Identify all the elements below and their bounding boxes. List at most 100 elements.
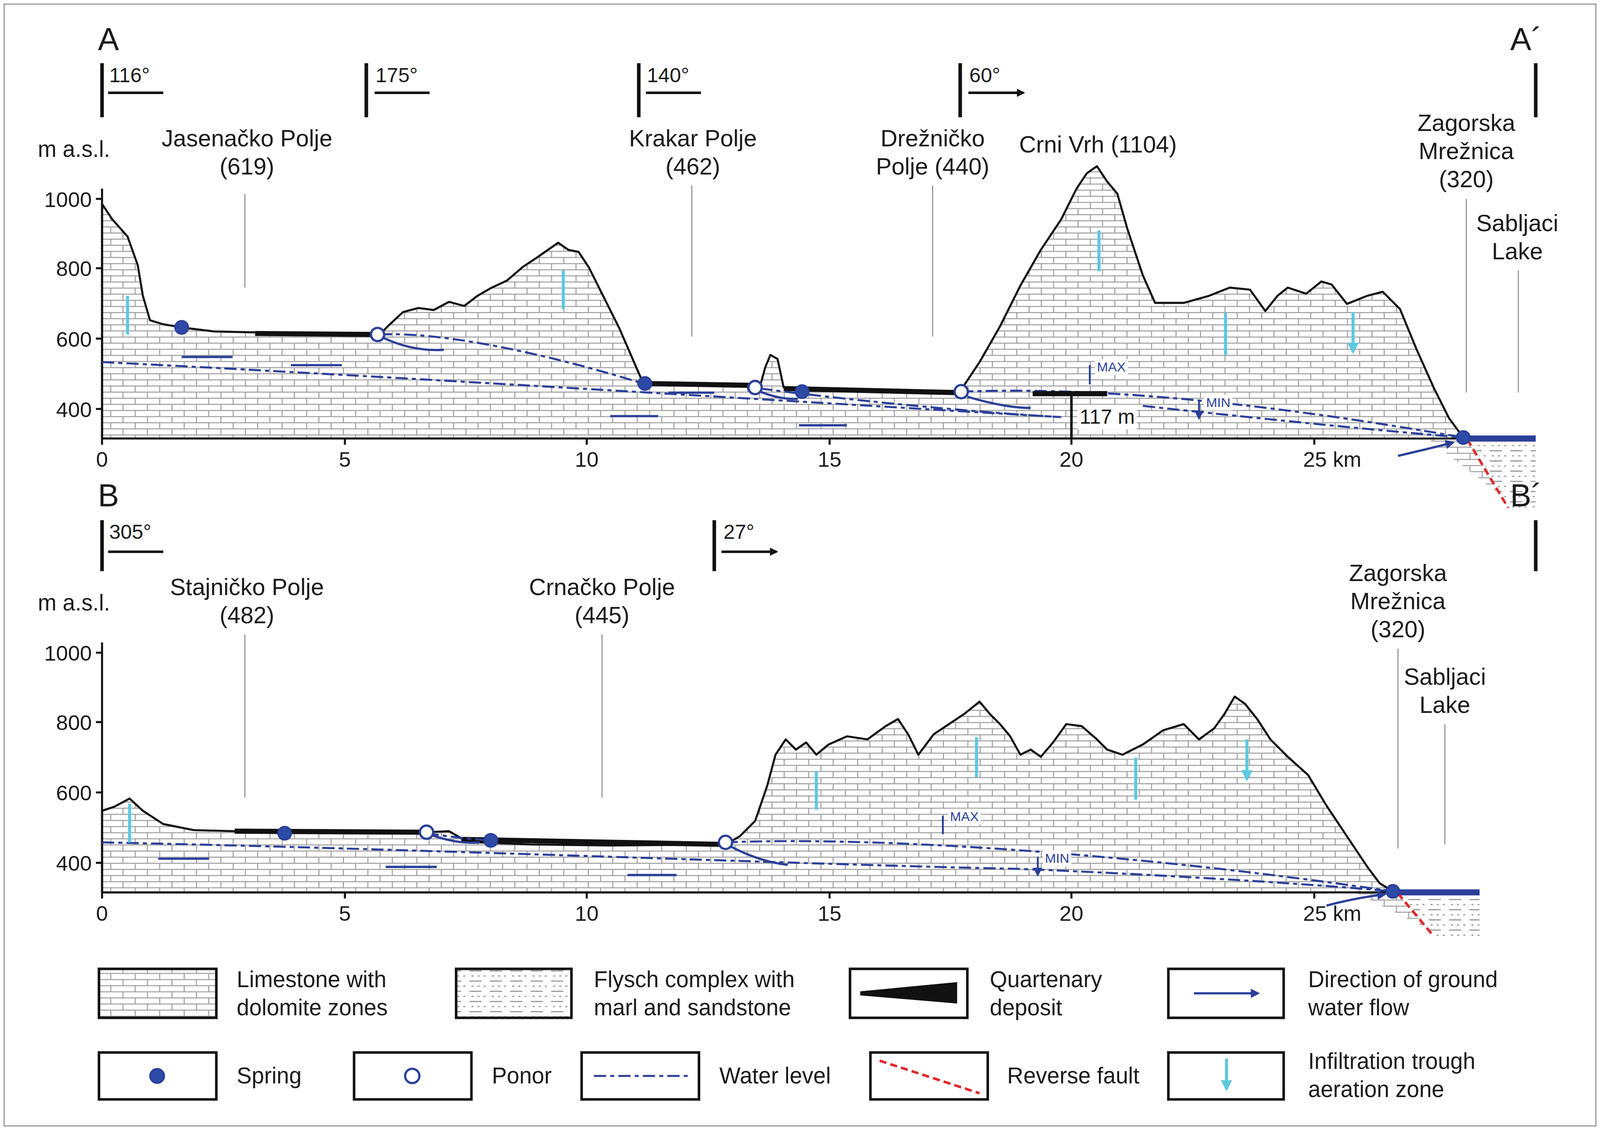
reverse-fault <box>1397 893 1434 937</box>
flow-arrow <box>181 337 1454 456</box>
dimension-label: 117 m <box>1077 404 1137 430</box>
ponor-symbol <box>954 385 968 399</box>
axis-tick: 1000 <box>43 640 92 667</box>
terrain-profile <box>101 696 1398 893</box>
axis-tick: 5 <box>314 446 376 473</box>
spring-symbol <box>1386 884 1400 899</box>
level-label: MIN <box>1203 394 1233 411</box>
place-label: Zagorska Mrežnica (320) <box>1339 559 1457 644</box>
legend-text: Flysch complex with marl and sandstone <box>593 965 814 1022</box>
level-arrow <box>942 815 1038 876</box>
flysch-body <box>1400 893 1480 937</box>
water-level <box>101 334 1464 438</box>
bearing-label: 27° <box>723 520 755 545</box>
leader-line <box>244 185 1519 393</box>
section-letter: B´ <box>1510 476 1542 515</box>
figure-frame <box>3 3 1596 1126</box>
lake-surface <box>1463 435 1536 442</box>
place-label: Sabljaci Lake <box>1463 209 1571 266</box>
legend-sample <box>456 968 572 1018</box>
axis-tick: 15 <box>799 900 861 927</box>
axis-tick: 20 <box>1040 900 1102 927</box>
legend-sample <box>870 1052 988 1100</box>
place-label: Sabljaci Lake <box>1391 662 1499 720</box>
level-label: MAX <box>1094 359 1128 375</box>
bearing-label: 175° <box>375 63 418 88</box>
ponor-symbol <box>370 327 385 342</box>
axis-tick: 5 <box>314 900 376 927</box>
infiltration-arrow <box>129 737 1248 843</box>
ponor-symbol <box>748 381 762 395</box>
water-level <box>101 833 1393 892</box>
axis-tick: 20 <box>1040 446 1102 473</box>
legend-sample <box>850 968 968 1018</box>
legend-sample <box>1168 1052 1284 1100</box>
section-letter: A <box>98 20 120 59</box>
fault-sample <box>879 1060 980 1094</box>
legend-text: Water level <box>719 1061 832 1091</box>
axis-tick: 800 <box>56 255 92 282</box>
ponor-sample <box>405 1069 420 1084</box>
spring-symbol <box>795 385 809 399</box>
ponor-symbol <box>718 836 732 850</box>
bearing-arrow <box>108 550 777 553</box>
reverse-fault <box>1467 439 1509 508</box>
place-label: Drežničko Polje (440) <box>866 124 1000 181</box>
axis-tick: 400 <box>56 850 92 877</box>
infiltration-sample <box>1225 1058 1229 1090</box>
legend-text: Spring <box>236 1061 302 1091</box>
spring-symbol <box>174 320 189 335</box>
section-marker <box>101 520 1536 571</box>
legend-text: Limestone with dolomite zones <box>236 965 411 1022</box>
axis-tick: 600 <box>56 326 92 353</box>
axis-tick: 0 <box>71 900 133 927</box>
axis-tick: 0 <box>71 446 133 473</box>
level-label: MIN <box>1043 850 1072 867</box>
axis-title: m a.s.l. <box>37 135 111 163</box>
axis-line <box>95 188 1327 445</box>
spring-symbol <box>484 833 498 848</box>
quaternary-sample <box>860 982 958 1004</box>
place-label: Crni Vrh (1104) <box>996 130 1200 159</box>
axis-tick: 1000 <box>43 186 92 213</box>
flow-arrow-sample <box>1193 992 1259 995</box>
legend-text: Ponor <box>491 1061 552 1091</box>
place-label: Jasenačko Polje (619) <box>149 124 344 181</box>
legend-text: Reverse fault <box>1007 1061 1140 1091</box>
section-letter: B <box>98 476 120 515</box>
legend-text: Infiltration trough aeration zone <box>1308 1047 1508 1104</box>
quaternary-deposit <box>254 333 960 393</box>
level-label: MAX <box>948 808 982 825</box>
bearing-label: 60° <box>969 63 1000 88</box>
quaternary-deposit <box>234 831 726 845</box>
axis-tick: 25 km <box>1302 900 1362 927</box>
dimension-line <box>1070 393 1073 439</box>
spring-symbol <box>1456 430 1470 444</box>
axis-tick: 15 <box>799 446 861 473</box>
axis-tick: 25 km <box>1302 446 1362 473</box>
legend-text: Quartenary deposit <box>989 965 1128 1022</box>
legend-text: Direction of ground water flow <box>1308 965 1523 1022</box>
axis-tick: 10 <box>556 446 618 473</box>
lake-surface <box>1392 889 1480 896</box>
spring-sample <box>149 1069 165 1084</box>
place-label: Krakar Polje (462) <box>616 124 770 181</box>
flow-arrow <box>158 835 1385 906</box>
legend-sample <box>354 1052 472 1100</box>
leader-line <box>244 634 1445 849</box>
axis-tick: 800 <box>56 709 92 736</box>
spring-symbol <box>638 376 652 390</box>
infiltration-arrow <box>127 230 1353 355</box>
place-label: Stajničko Polje (482) <box>157 573 337 630</box>
bearing-arrow <box>108 91 1024 95</box>
axis-tick: 600 <box>56 780 92 807</box>
legend-sample <box>98 1052 217 1100</box>
dimension-bar <box>1032 391 1107 397</box>
water-level-sample <box>593 1075 689 1078</box>
legend-sample <box>1168 968 1284 1018</box>
bearing-label: 305° <box>109 520 152 545</box>
legend-sample <box>581 1052 699 1100</box>
ponor-symbol <box>419 825 433 839</box>
place-label: Zagorska Mrežnica (320) <box>1407 109 1525 194</box>
